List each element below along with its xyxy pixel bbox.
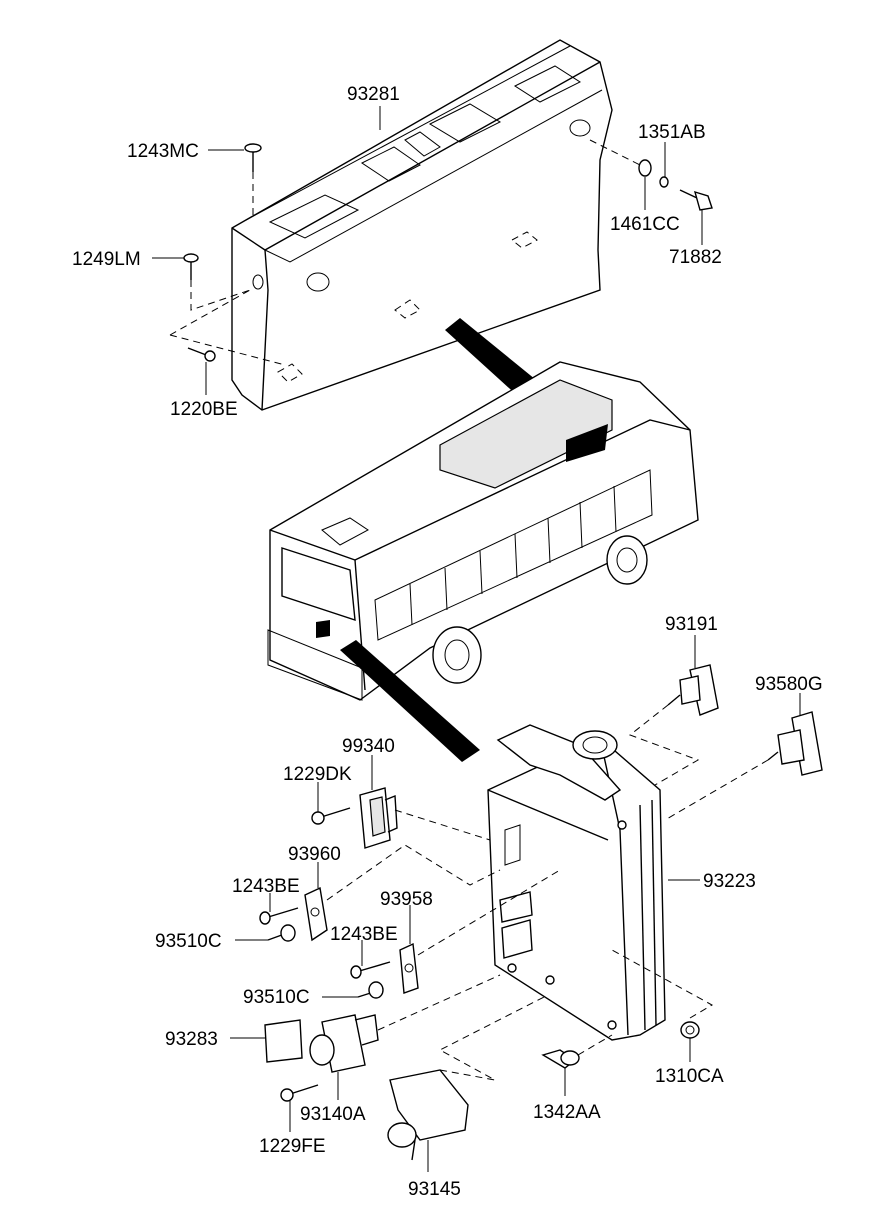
label-1243BE-b: 1243BE — [330, 924, 398, 945]
label-93145: 93145 — [408, 1179, 461, 1200]
label-93510C-a: 93510C — [155, 931, 222, 952]
label-1243MC: 1243MC — [127, 141, 199, 162]
switch-93145 — [387, 994, 549, 1161]
label-1351AB: 1351AB — [638, 122, 706, 143]
label-1461CC: 1461CC — [610, 214, 680, 235]
label-1229FE: 1229FE — [259, 1136, 326, 1157]
plate-93960 — [304, 844, 501, 942]
bolt-93510C-a — [267, 924, 296, 942]
roof-panel-93281 — [231, 39, 613, 411]
bolt-93510C-b — [357, 981, 384, 999]
clip-71882 — [679, 189, 713, 211]
label-93510C-b: 93510C — [243, 987, 310, 1008]
label-93960: 93960 — [288, 844, 341, 865]
junction-box-93223 — [487, 724, 666, 1041]
label-93223: 93223 — [703, 871, 756, 892]
screw-1243BE-b — [350, 961, 391, 979]
label-1220BE: 1220BE — [170, 399, 238, 420]
label-93580G: 93580G — [755, 674, 823, 695]
nut-1310CA — [611, 949, 714, 1039]
label-99340: 99340 — [342, 736, 395, 757]
label-93283 — [264, 1019, 303, 1063]
screw-1249LM — [169, 253, 286, 366]
label-71882: 71882 — [669, 247, 722, 268]
sensor-93580G — [664, 711, 823, 821]
label-93191: 93191 — [665, 614, 718, 635]
washer-1461CC — [589, 139, 669, 188]
switch-93140A — [309, 974, 501, 1073]
sensor-93191 — [628, 664, 719, 786]
label-93958: 93958 — [380, 889, 433, 910]
label-1243BE-a: 1243BE — [232, 876, 300, 897]
screw-1243MC — [244, 143, 262, 220]
label-layer: 93281 1243MC 1351AB 1461CC 71882 1249LM … — [72, 84, 823, 1200]
bolt-1229DK — [311, 807, 351, 825]
screw-1220BE — [187, 347, 216, 362]
label-1229DK: 1229DK — [283, 764, 352, 785]
label-1249LM: 1249LM — [72, 249, 141, 270]
bolt-1229FE — [280, 1084, 319, 1102]
label-93140A: 93140A — [300, 1104, 366, 1125]
switch-99340 — [359, 787, 491, 849]
label-1310CA: 1310CA — [655, 1066, 724, 1087]
pointer-arrow-lower — [340, 640, 480, 762]
label-93281: 93281 — [347, 84, 400, 105]
plate-93958 — [399, 869, 561, 994]
wingnut-1342AA — [541, 1034, 613, 1069]
label-1342AA: 1342AA — [533, 1102, 601, 1123]
label-93283: 93283 — [165, 1029, 218, 1050]
bus-illustration — [267, 361, 699, 701]
screw-1243BE-a — [259, 907, 299, 925]
